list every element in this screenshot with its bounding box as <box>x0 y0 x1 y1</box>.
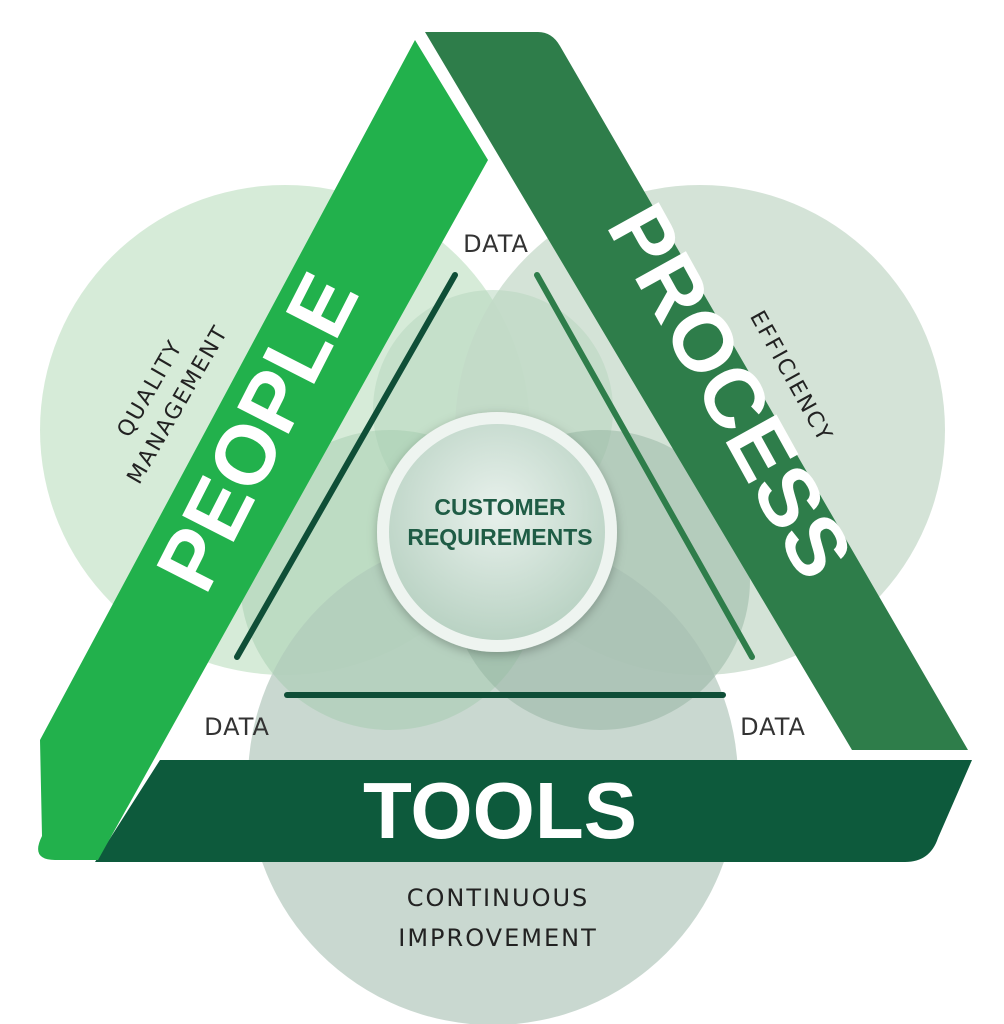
continuous-improvement-label: CONTINUOUS IMPROVEMENT <box>398 884 597 952</box>
data-label-left: DATA <box>204 713 270 741</box>
center-label-line1: CUSTOMER <box>434 494 566 520</box>
tools-label: TOOLS <box>363 766 637 855</box>
process-band <box>425 32 968 750</box>
continuous-label-line1: CONTINUOUS <box>407 884 590 912</box>
inner-line-right <box>534 272 755 660</box>
center-circle-inner <box>389 424 605 640</box>
data-label-top: DATA <box>463 230 529 258</box>
inner-line-left <box>234 272 458 660</box>
data-label-right: DATA <box>740 713 806 741</box>
continuous-label-line2: IMPROVEMENT <box>398 924 597 952</box>
tools-band <box>95 760 972 862</box>
people-band <box>38 40 489 860</box>
inner-triangle-lines <box>234 272 755 698</box>
center-label-line2: REQUIREMENTS <box>407 524 592 550</box>
customer-requirements-hub: CUSTOMER REQUIREMENTS <box>377 412 617 652</box>
